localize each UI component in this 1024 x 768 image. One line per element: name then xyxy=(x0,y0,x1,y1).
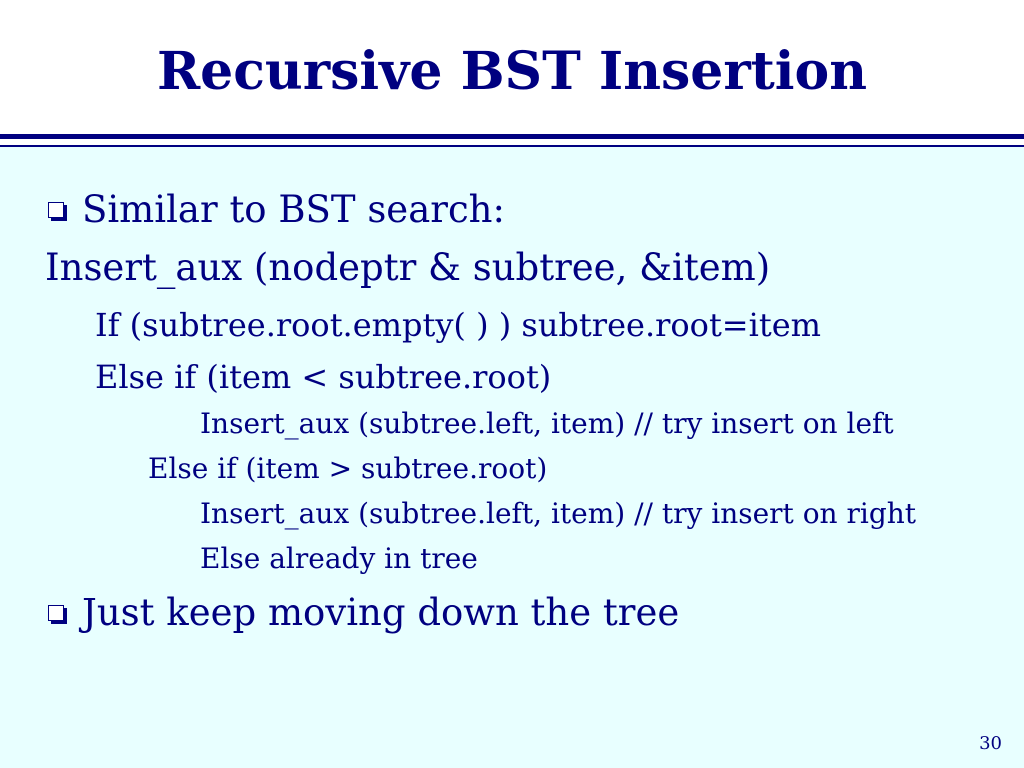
code-line-if-empty: If (subtree.root.empty( ) ) subtree.root… xyxy=(95,306,821,344)
slide-title: Recursive BST Insertion xyxy=(156,41,868,102)
page-number: 30 xyxy=(979,733,1002,754)
code-line-else-if-less: Else if (item < subtree.root) xyxy=(95,358,552,396)
hollow-square-bullet-icon xyxy=(48,605,64,621)
title-divider-thick xyxy=(0,134,1024,139)
code-line-insert-right: Insert_aux (subtree.left, item) // try i… xyxy=(200,497,917,530)
function-signature: Insert_aux (nodeptr & subtree, &item) xyxy=(45,246,771,289)
content-area xyxy=(0,147,1024,768)
bullet-text-keep-moving-down: Just keep moving down the tree xyxy=(82,591,680,634)
bullet-text-similar-to-bst-search: Similar to BST search: xyxy=(82,188,505,231)
code-line-else-if-greater: Else if (item > subtree.root) xyxy=(148,452,548,485)
hollow-square-bullet-icon xyxy=(48,202,64,218)
code-line-insert-left: Insert_aux (subtree.left, item) // try i… xyxy=(200,407,894,440)
title-area: Recursive BST Insertion xyxy=(0,0,1024,135)
title-divider-thin xyxy=(0,145,1024,147)
code-line-else-already-in-tree: Else already in tree xyxy=(200,542,478,575)
